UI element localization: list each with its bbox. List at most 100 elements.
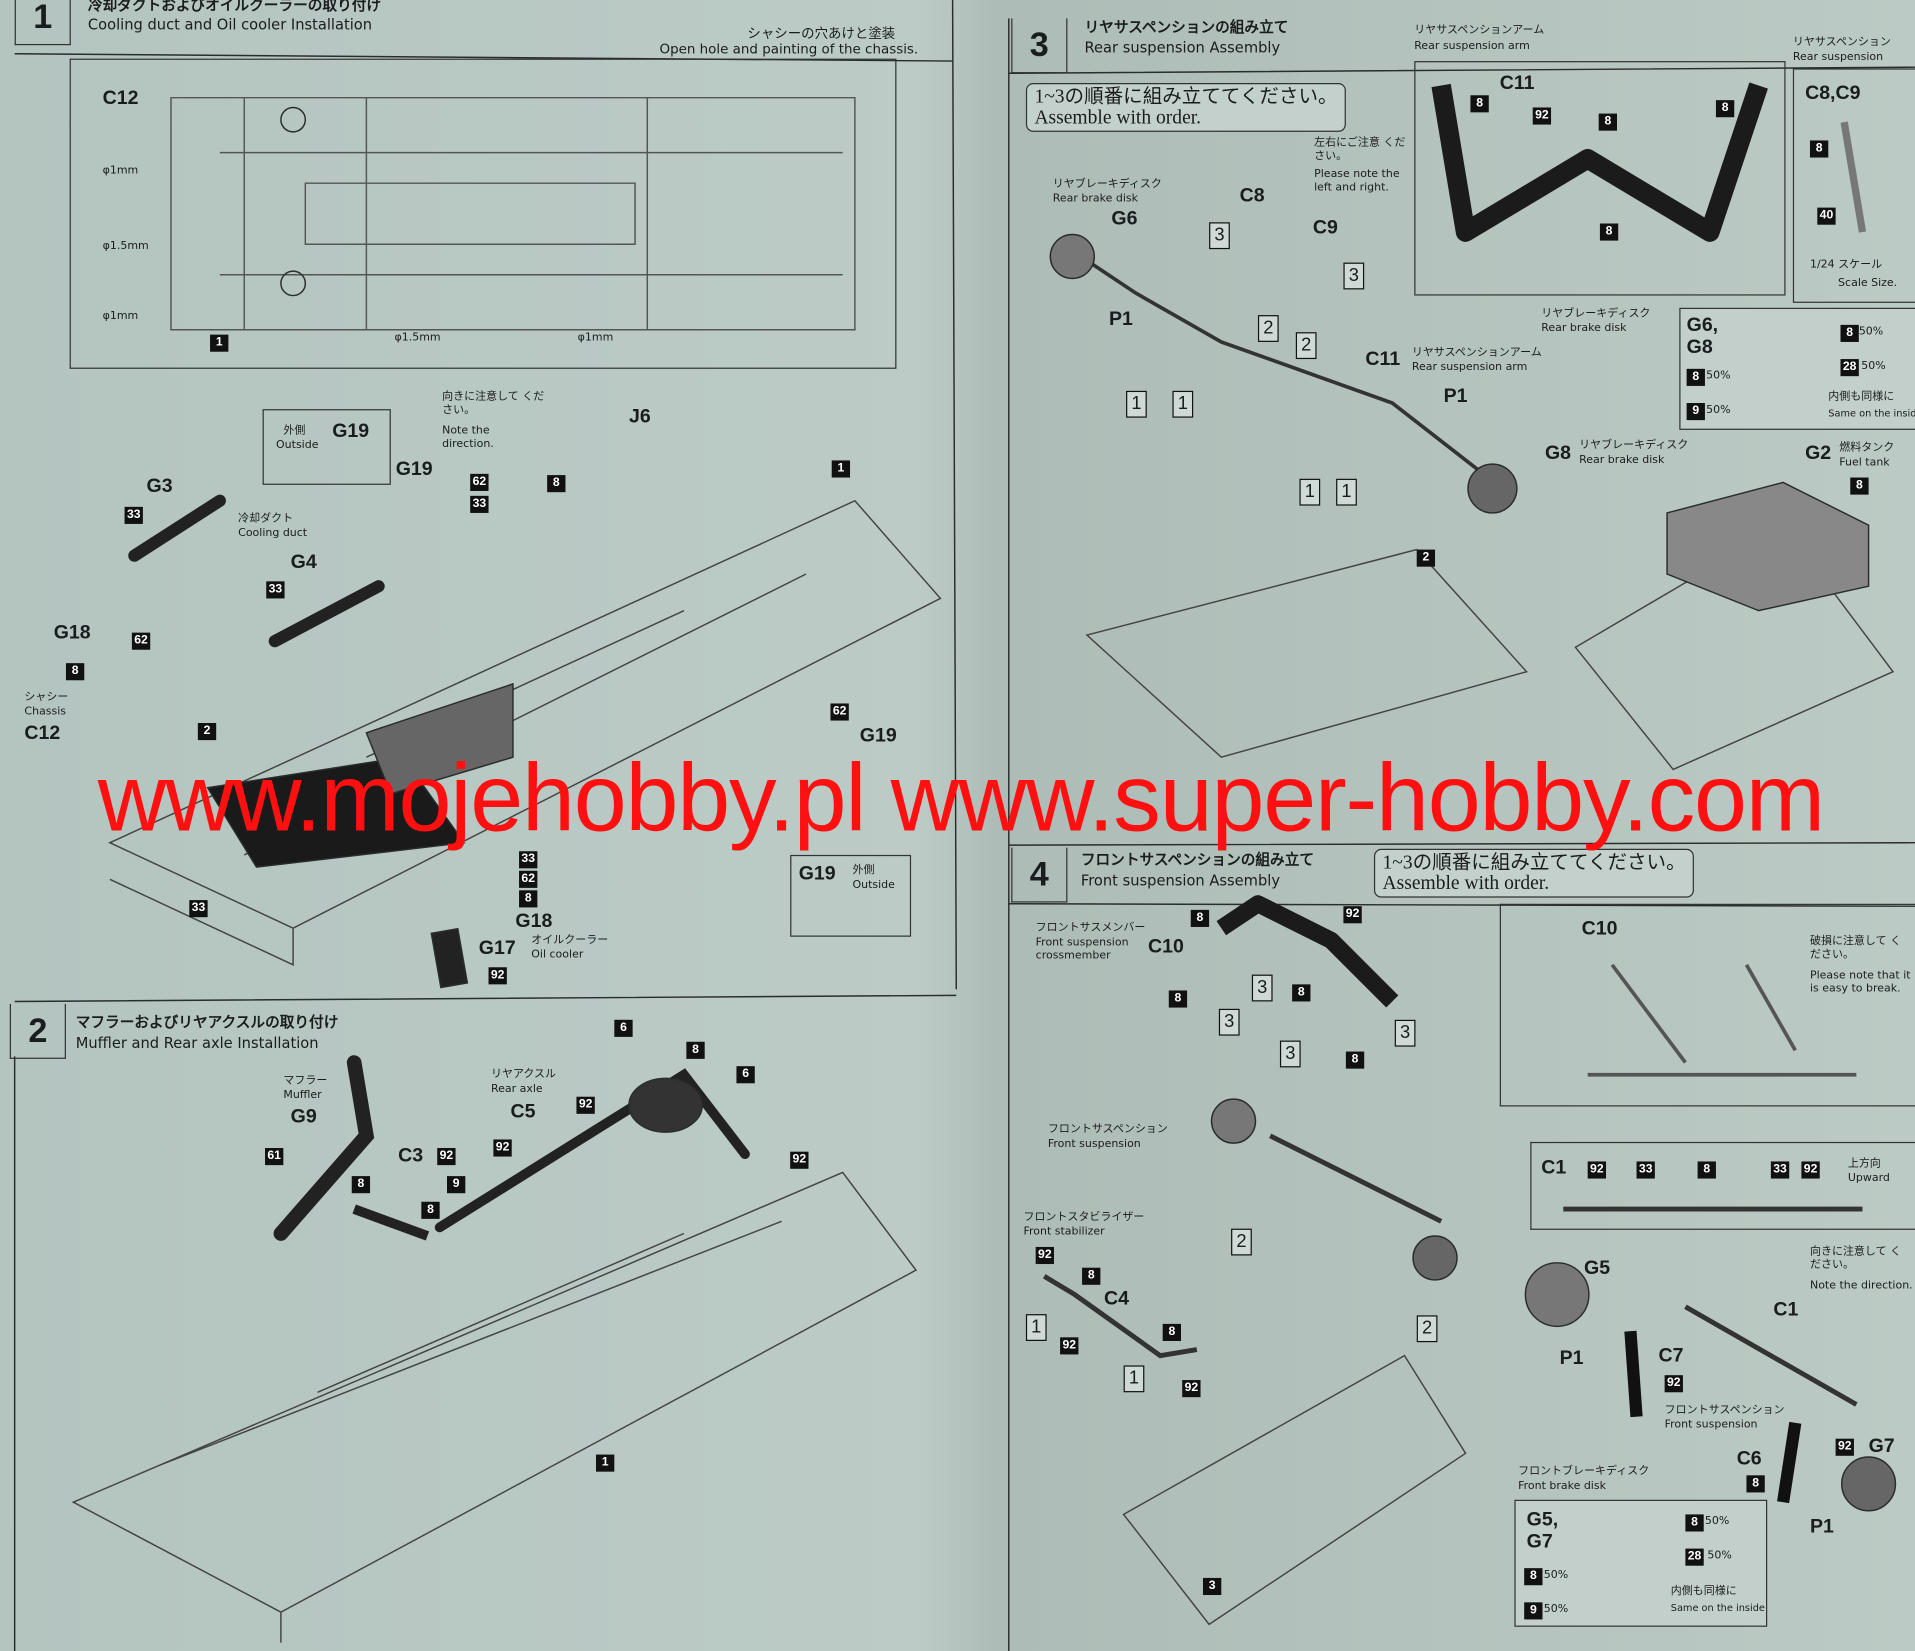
paint-ratio: 50% (1543, 1603, 1569, 1616)
part-label: G6 (1111, 208, 1138, 230)
part-label: G9 (290, 1106, 317, 1128)
paint-color-tag: 33 (266, 581, 285, 599)
paint-color-tag: 8 (1850, 477, 1869, 495)
paint-color-tag: 9 (1524, 1602, 1543, 1620)
part-label: C12 (102, 87, 139, 109)
oil-cooler-en: Oil cooler (531, 948, 584, 962)
stabilizer-en: Front stabilizer (1023, 1226, 1105, 1239)
step-title-en: Front suspension Assembly (1080, 872, 1281, 890)
step-title-jp: リヤサスペンションの組み立て (1084, 18, 1289, 36)
paint-ratio: 50% (1707, 1549, 1732, 1563)
step-number: 2 (9, 1003, 66, 1059)
part-label: J6 (628, 406, 651, 428)
part-label: G4 (290, 552, 317, 573)
order-step-tag: 1 (1299, 478, 1321, 506)
paint-color-tag: 8 (1524, 1568, 1543, 1586)
paint-ratio: 50% (1706, 370, 1731, 383)
order-step-tag: 3 (1209, 222, 1230, 250)
paint-color-tag: 92 (437, 1148, 456, 1166)
assembly-order-note: 1~3の順番に組み立ててください。Assemble with order. (1025, 83, 1347, 132)
disk-en: Rear brake disk (1541, 322, 1627, 335)
paint-color-tag: 8 (1292, 984, 1311, 1002)
part-label: C10 (1148, 936, 1184, 958)
order-step-tag: 2 (1416, 1315, 1438, 1343)
direction-note-en: Note the direction. (1809, 1279, 1913, 1293)
front-suspension-jp: フロントサスペンション (1047, 1123, 1168, 1136)
part-label: G19 (798, 863, 836, 885)
paint-color-tag: 62 (830, 703, 849, 721)
upward-jp: 上方向 (1847, 1157, 1881, 1171)
paint-color-tag: 8 (1697, 1161, 1716, 1179)
crossmember-jp: フロントサスメンバー (1035, 922, 1146, 935)
part-label: C12 (24, 723, 61, 744)
part-label: G19 (395, 459, 433, 480)
paint-mix-panel (1679, 307, 1915, 430)
arm-en: Rear suspension arm (1414, 40, 1530, 53)
order-step-tag: 1 (1172, 390, 1194, 418)
outside-hint-box (790, 854, 912, 937)
step-title-jp: マフラーおよびリヤアクスルの取り付け (75, 1013, 339, 1031)
paint-color-tag: 8 (1746, 1475, 1765, 1493)
paint-color-tag: 92 (1532, 107, 1552, 125)
order-jp: 1~3の順番に組み立ててください。 (1382, 852, 1686, 874)
reference-tag: 1 (210, 334, 229, 352)
duct-en: Cooling duct (238, 527, 308, 540)
arm-en: Rear suspension arm (1411, 361, 1528, 374)
muffler-en: Muffler (283, 1089, 322, 1102)
step-number: 1 (14, 0, 71, 46)
inside-en: Same on the inside (1670, 1602, 1765, 1614)
inside-jp: 内側も同様に (1828, 390, 1895, 404)
front-suspension-jp: フロントサスペンション (1664, 1404, 1785, 1417)
step-title-en: Muffler and Rear axle Installation (75, 1034, 319, 1052)
paint-color-tag: 92 (493, 1139, 512, 1157)
assembly-order-note: 1~3の順番に組み立ててください。Assemble with order. (1373, 848, 1695, 898)
order-step-tag: 3 (1394, 1019, 1416, 1047)
rear-suspension-jp: リヤサスペンション (1792, 36, 1891, 49)
part-label: C9 (1312, 217, 1338, 239)
outside-en: Outside (276, 439, 319, 452)
outside-jp: 外側 (852, 864, 875, 877)
paint-color-tag: 92 (1035, 1246, 1054, 1265)
direction-note-jp: 向きに注意して ください。 (1809, 1245, 1902, 1272)
part-label: C1 (1541, 1157, 1567, 1179)
reference-tag: 3 (1202, 1577, 1222, 1596)
paint-color-tag: 92 (1060, 1337, 1079, 1355)
paint-color-tag: 92 (790, 1151, 809, 1169)
paint-color-tag: 6 (614, 1019, 633, 1037)
muffler-jp: マフラー (283, 1074, 328, 1087)
paint-color-tag: 8 (1345, 1051, 1365, 1069)
part-label: G7 (1868, 1436, 1895, 1458)
disk-jp: リヤブレーキディスク (1541, 307, 1651, 320)
front-suspension-en: Front suspension (1047, 1138, 1141, 1151)
step-title-jp: 冷却ダクトおよびオイルクーラーの取り付け (87, 0, 382, 14)
direction-note-en: Note the direction. (442, 425, 494, 451)
paint-color-tag: 62 (131, 632, 151, 650)
fuel-tank-jp: 燃料タンク (1839, 442, 1895, 455)
paint-ratio: 50% (1543, 1569, 1569, 1582)
part-label: G5, G7 (1526, 1509, 1559, 1553)
part-label: G2 (1805, 443, 1832, 465)
oil-cooler-jp: オイルクーラー (531, 934, 609, 947)
paint-color-tag: 8 (1840, 324, 1859, 342)
drill-size: φ1mm (102, 310, 139, 323)
scale-jp: 1/24 スケール (1809, 258, 1883, 272)
order-jp: 1~3の順番に組み立ててください。 (1034, 86, 1338, 108)
paint-color-tag: 61 (265, 1148, 284, 1166)
crossmember-en: Front suspension crossmember (1035, 936, 1129, 963)
outside-hint-box (262, 409, 391, 485)
paint-color-tag: 33 (124, 506, 143, 524)
paint-color-tag: 8 (421, 1201, 440, 1219)
paint-color-tag: 40 (1817, 207, 1836, 225)
step-number: 4 (1011, 847, 1068, 903)
reference-tag: 2 (197, 723, 217, 741)
part-label: P1 (1443, 385, 1468, 407)
paint-color-tag: 28 (1685, 1548, 1704, 1566)
paint-color-tag: 8 (547, 475, 566, 493)
scale-en: Scale Size. (1838, 277, 1898, 290)
part-label: C4 (1104, 1288, 1130, 1310)
paint-color-tag: 33 (1636, 1161, 1655, 1179)
paint-color-tag: 8 (1686, 368, 1705, 386)
duct-jp: 冷却ダクト (238, 512, 294, 526)
chassis-jp: シャシー (24, 691, 69, 704)
